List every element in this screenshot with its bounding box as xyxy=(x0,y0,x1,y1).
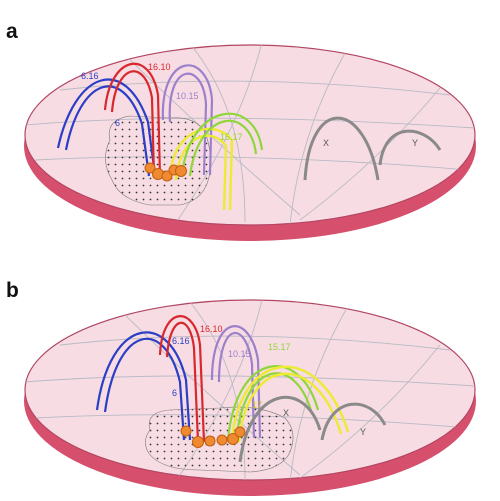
arc-blue-a xyxy=(56,78,157,177)
label-y-a: Y xyxy=(412,138,418,148)
label-x-b: X xyxy=(283,408,289,418)
label-red-a: 16.10 xyxy=(148,62,171,72)
label-red-b: 16.10 xyxy=(200,324,223,334)
label-green-a: 15.17 xyxy=(220,132,243,142)
arc-red-a xyxy=(103,62,162,179)
node xyxy=(161,170,173,182)
label-x-a: X xyxy=(323,138,329,148)
label-blue-a: 6.16 xyxy=(81,71,99,81)
label-purple-a: 10.15 xyxy=(176,91,199,101)
arc-green-a xyxy=(180,112,264,177)
nodes-b xyxy=(180,425,246,448)
node xyxy=(234,426,246,438)
arc-gray-x-a xyxy=(303,116,380,181)
arc-purple-a xyxy=(161,64,214,176)
panel-b-label: b xyxy=(6,279,19,302)
arc-gray-x-b xyxy=(238,395,322,463)
label-green-b: 15.17 xyxy=(268,342,291,352)
node xyxy=(180,425,192,437)
node xyxy=(144,162,156,174)
panel-a: a xyxy=(6,20,476,241)
arc-gray-y-b xyxy=(320,402,387,441)
arc-purple-b xyxy=(210,325,262,439)
arc-gray-y-a xyxy=(378,129,442,166)
panel-a-label: a xyxy=(6,20,18,43)
panel-b: b xyxy=(6,279,476,496)
arc-yellow-b xyxy=(230,365,350,443)
node xyxy=(192,436,204,448)
node xyxy=(175,165,187,177)
label-yellow-inner-b: 17 xyxy=(252,400,262,410)
label-blue-b: 6.16 xyxy=(172,336,190,346)
arc-blue-b xyxy=(95,331,192,441)
label-purple-b: 10.15 xyxy=(228,349,251,359)
label-y-b: Y xyxy=(360,427,366,437)
node xyxy=(227,433,239,445)
nodes-a xyxy=(144,162,187,182)
node xyxy=(216,434,228,446)
label-blue-inner-b: 6 xyxy=(172,388,177,398)
label-blue-inner-a: 6 xyxy=(115,118,120,128)
node xyxy=(204,435,216,447)
arc-red-b xyxy=(158,315,206,443)
arc-green-b xyxy=(226,365,320,443)
